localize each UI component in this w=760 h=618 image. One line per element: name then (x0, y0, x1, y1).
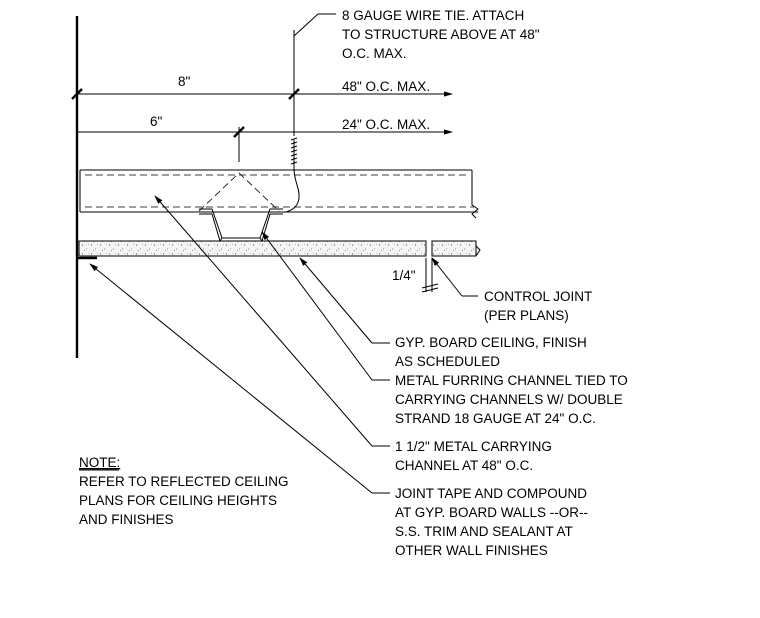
wire-tie-callout-line-2: TO STRUCTURE ABOVE AT 48" (342, 27, 540, 42)
dimension-6-inch-label: 6" (150, 114, 163, 129)
carrying-spacing-label: 48" O.C. MAX. (342, 79, 430, 94)
carrying-channel (79, 169, 479, 219)
board-break-line (475, 241, 481, 257)
wire-tie-callout-line-1: 8 GAUGE WIRE TIE. ATTACH (342, 8, 524, 23)
furring-channel-callout-line-2: CARRYING CHANNELS W/ DOUBLE (395, 392, 623, 407)
carrying-channel-callout-line-2: CHANNEL AT 48" O.C. (395, 458, 533, 473)
joint-tape-callout-line-2: AT GYP. BOARD WALLS --OR-- (395, 505, 588, 520)
control-joint-callout-line-1: CONTROL JOINT (484, 289, 592, 304)
wire-tie-callout-line-3: O.C. MAX. (342, 46, 407, 61)
note-block: NOTE: REFER TO REFLECTED CEILING PLANS F… (79, 455, 289, 527)
dimension-8-inch: 8" (71, 74, 453, 100)
control-joint-callout-line-2: (PER PLANS) (484, 308, 569, 323)
joint-tape-callout-line-4: OTHER WALL FINISHES (395, 543, 548, 558)
control-joint-dimension: 1/4" (392, 258, 439, 293)
gyp-board-ceiling (78, 240, 427, 257)
dimension-6-inch: 6" (77, 114, 453, 162)
note-heading: NOTE: (79, 455, 120, 470)
note-line-3: AND FINISHES (79, 512, 174, 527)
gyp-board-callout-line-1: GYP. BOARD CEILING, FINISH (395, 335, 587, 350)
carrying-channel-callout-line-1: 1 1/2" METAL CARRYING (395, 439, 552, 454)
note-line-1: REFER TO REFLECTED CEILING (79, 474, 289, 489)
furring-channel-callout-line-1: METAL FURRING CHANNEL TIED TO (395, 373, 628, 388)
note-line-2: PLANS FOR CEILING HEIGHTS (79, 493, 277, 508)
leader-lines (89, 195, 478, 494)
quarter-inch-label: 1/4" (392, 268, 416, 283)
furring-channel-callout-line-3: STRAND 18 GAUGE AT 24" O.C. (395, 411, 596, 426)
furring-spacing-label: 24" O.C. MAX. (342, 117, 430, 132)
joint-tape-callout-line-3: S.S. TRIM AND SEALANT AT (395, 524, 573, 539)
wire-tie: 8 GAUGE WIRE TIE. ATTACH TO STRUCTURE AB… (285, 8, 540, 213)
dimension-8-inch-label: 8" (178, 74, 191, 89)
gyp-board-callout-line-2: AS SCHEDULED (395, 354, 500, 369)
joint-tape-callout-line-1: JOINT TAPE AND COMPOUND (395, 486, 587, 501)
gyp-board-ceiling-segment (431, 240, 477, 257)
